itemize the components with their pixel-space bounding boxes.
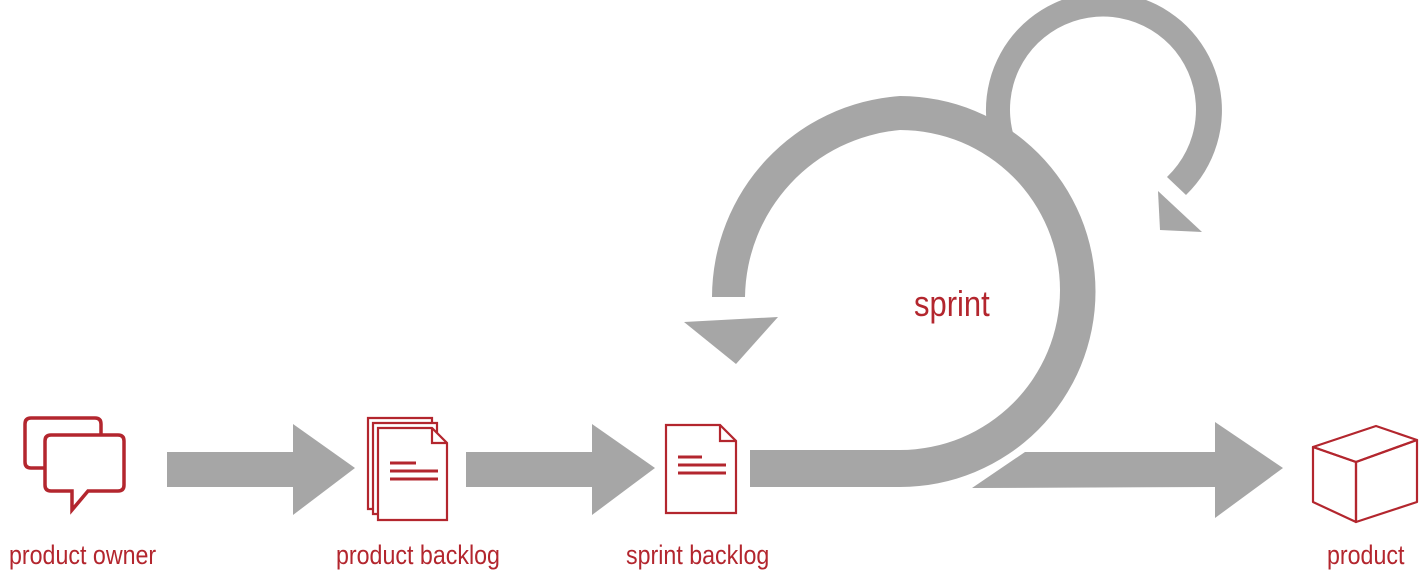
document-icon [664,423,738,515]
flow-arrow-1 [167,424,355,515]
stage-label-sprint-backlog: sprint backlog [626,540,770,570]
stage-label-product-backlog: product backlog [336,540,500,570]
stacked-documents-icon [366,416,449,522]
sprint-loop-arrow [684,96,1096,487]
stage-label-product: product [1327,540,1405,570]
stage-label-product-owner: product owner [9,540,157,570]
cube-icon [1311,424,1419,524]
chat-bubbles-icon [23,416,126,515]
sprint-label: sprint [914,283,990,324]
daily-loop-arrow [985,0,1222,232]
flow-arrow-3 [972,422,1283,518]
flow-arrow-2 [466,424,655,515]
